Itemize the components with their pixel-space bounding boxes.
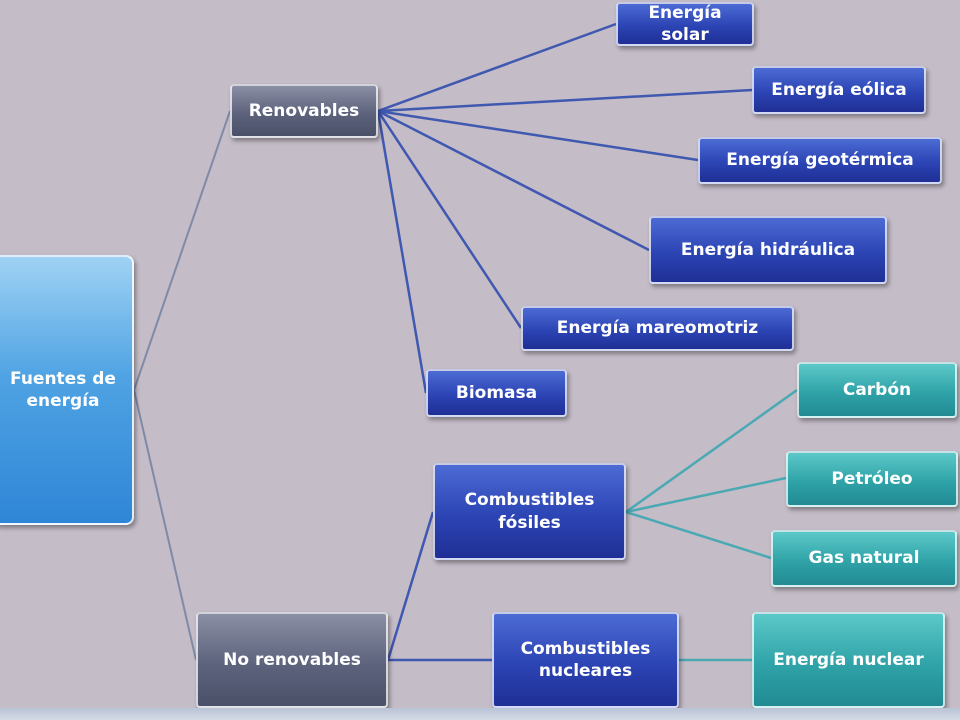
category-renovables: Renovables — [230, 84, 378, 138]
connector-renovables-mareomotriz — [376, 110, 523, 329]
leaf-energia-nuclear: Energía nuclear — [752, 612, 945, 708]
leaf-gas-natural: Gas natural — [771, 530, 957, 587]
fuel-combustibles-nucleares: Combustibles nucleares — [492, 612, 679, 708]
root-label: Fuentes de energía — [10, 368, 116, 411]
leaf-energia-hidraulica-label: Energía hidráulica — [680, 239, 856, 260]
leaf-energia-solar: Energía solar — [616, 2, 754, 46]
leaf-energia-nuclear-label: Energía nuclear — [773, 649, 924, 670]
connector-renovables-solar — [377, 22, 617, 113]
fuel-combustibles-nucleares-label: Combustibles nucleares — [520, 638, 651, 681]
fuel-combustibles-fosiles-label: Combustibles fósiles — [464, 490, 595, 533]
connector-renovables-hidraulica — [377, 109, 650, 252]
leaf-petroleo: Petróleo — [786, 451, 958, 507]
connector-fosiles-petroleo — [625, 476, 787, 514]
leaf-energia-solar-label: Energía solar — [648, 2, 722, 45]
bottom-strip — [0, 708, 960, 720]
root-node: Fuentes de energía — [0, 255, 134, 525]
leaf-gas-natural-label: Gas natural — [808, 548, 920, 569]
leaf-energia-eolica: Energía eólica — [752, 66, 926, 114]
leaf-energia-hidraulica: Energía hidráulica — [649, 216, 887, 284]
connector-fosiles-carbon — [625, 388, 798, 514]
leaf-petroleo-label: Petróleo — [831, 468, 913, 489]
connector-fosiles-gas — [625, 510, 772, 560]
leaf-energia-mareomotriz: Energía mareomotriz — [521, 306, 794, 351]
leaf-biomasa-label: Biomasa — [455, 382, 538, 403]
category-no-renovables-label: No renovables — [223, 649, 361, 670]
connector-renovables-eolica — [377, 88, 753, 113]
connector-norenovables-fosiles — [386, 511, 435, 661]
fuel-combustibles-fosiles: Combustibles fósiles — [433, 463, 626, 560]
connector-root-renovables — [133, 110, 231, 391]
leaf-energia-mareomotriz-label: Energía mareomotriz — [556, 318, 759, 339]
connector-renovables-biomasa — [376, 110, 428, 394]
category-no-renovables: No renovables — [196, 612, 388, 708]
leaf-biomasa: Biomasa — [426, 369, 567, 417]
leaf-energia-geotermica: Energía geotérmica — [698, 137, 942, 184]
leaf-carbon-label: Carbón — [842, 379, 912, 400]
leaf-energia-geotermica-label: Energía geotérmica — [726, 150, 914, 171]
leaf-energia-eolica-label: Energía eólica — [771, 79, 907, 100]
leaf-carbon: Carbón — [797, 362, 957, 418]
category-renovables-label: Renovables — [248, 100, 360, 121]
connector-renovables-geotermica — [377, 109, 699, 162]
connector-root-norenovables — [133, 389, 197, 661]
